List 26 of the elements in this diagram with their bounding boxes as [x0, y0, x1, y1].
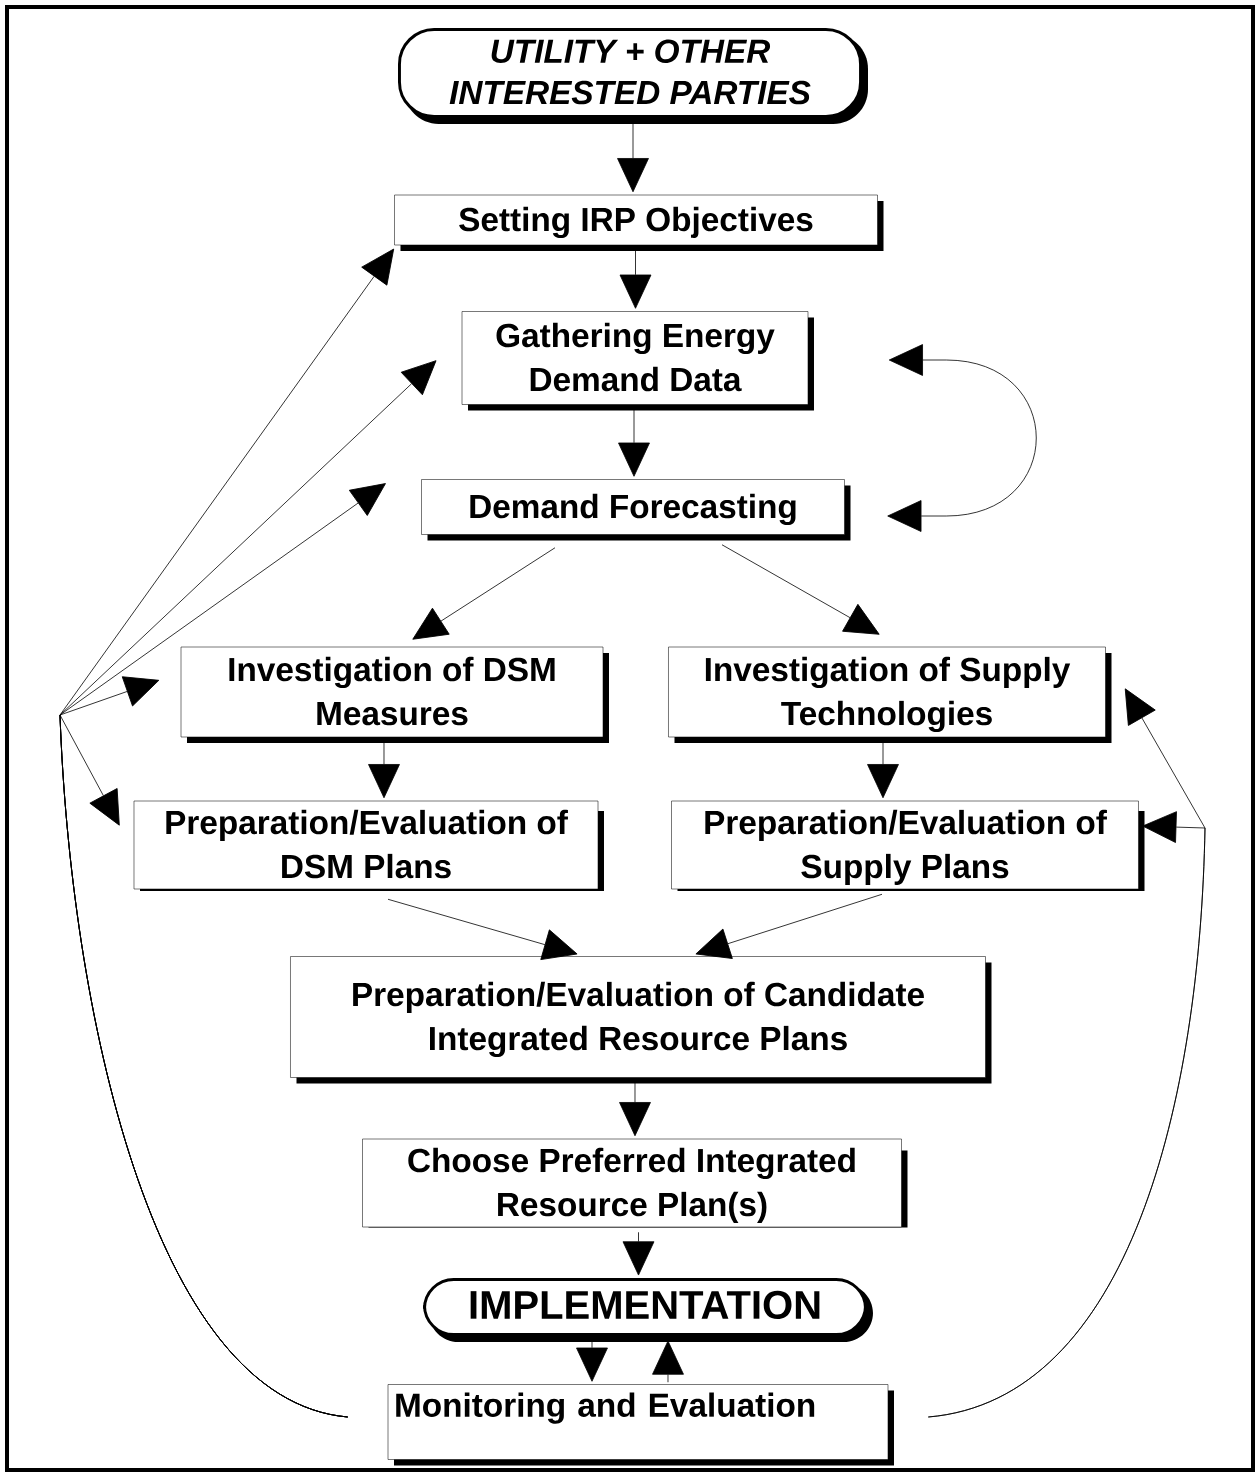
arrow: [927, 688, 1206, 1418]
arrow: [887, 344, 1037, 532]
process-box: Gathering Energy Demand Data: [461, 311, 814, 411]
process-box: Choose Preferred Integrated Resource Plan(s): [362, 1138, 908, 1228]
arrow: [695, 893, 883, 959]
process-box: Investigation of DSM Measures: [180, 646, 609, 743]
process-box: Investigation of Supply Technologies: [668, 646, 1112, 743]
arrow: [652, 1340, 684, 1383]
process-box: Preparation/Evaluation of Candidate Integrated Resource Plans: [290, 956, 992, 1084]
arrow: [412, 547, 556, 640]
arrow: [619, 1082, 651, 1137]
arrow: [617, 122, 649, 193]
process-box: Preparation/Evaluation of Supply Plans: [671, 800, 1145, 891]
process-box: Preparation/Evaluation of DSM Plans: [133, 800, 604, 891]
process-box: Monitoring and Evaluation: [387, 1384, 894, 1466]
arrow: [619, 249, 652, 309]
arrow: [576, 1339, 608, 1382]
arrow: [387, 898, 578, 960]
process-box: Setting IRP Objectives: [394, 194, 884, 251]
arrow: [721, 544, 880, 635]
arrow: [618, 409, 650, 477]
node-label: Monitoring and Evaluation: [396, 1392, 815, 1424]
process-box: Demand Forecasting: [421, 479, 851, 541]
terminal-box: UTILITY + OTHER INTERESTED PARTIES: [398, 28, 868, 124]
arrow: [622, 1231, 655, 1276]
terminal-box: IMPLEMENTATION: [423, 1278, 873, 1342]
